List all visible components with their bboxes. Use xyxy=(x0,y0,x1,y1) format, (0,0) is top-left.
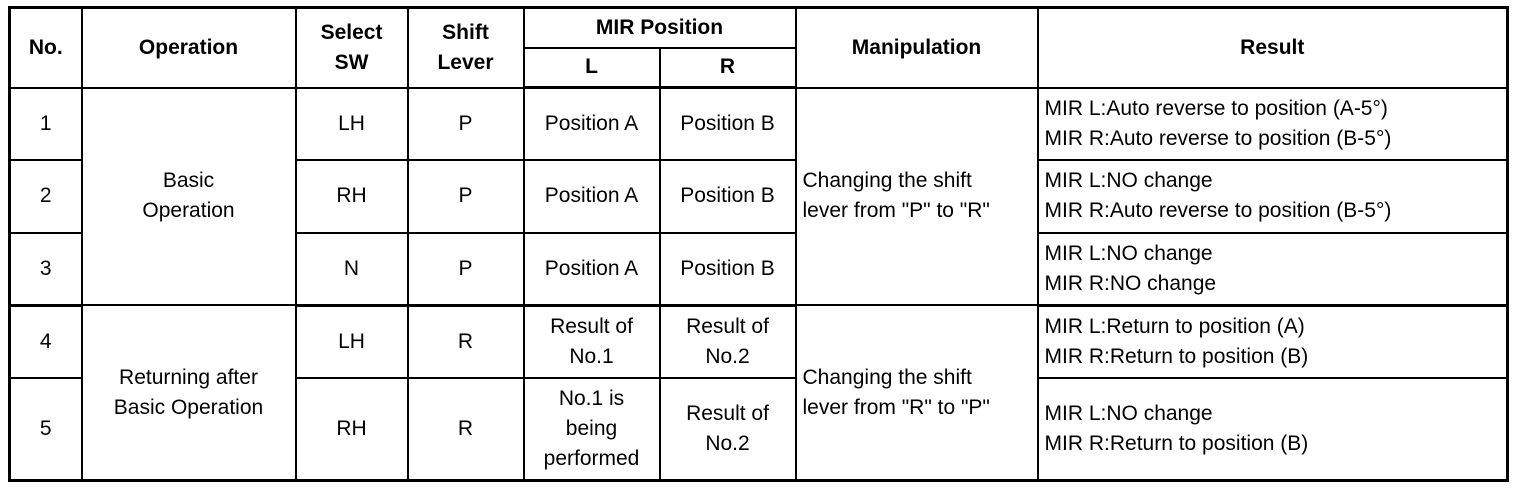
cell-shift-lever: R xyxy=(406,376,525,482)
cell-result: MIR L:Auto reverse to position (A-5°) MI… xyxy=(1036,86,1509,162)
cell-select-sw: RH xyxy=(294,159,409,234)
header-manipulation: Manipulation xyxy=(794,6,1039,89)
cell-mir-l: Result of No.1 xyxy=(522,304,661,379)
table-row: 4 Returning after Basic Operation LH R R… xyxy=(8,304,1509,482)
table-row: 2 RH P Position A Position B MIR L:NO ch… xyxy=(8,159,1509,234)
cell-select-sw: N xyxy=(294,231,409,307)
cell-mir-l: Position A xyxy=(522,159,661,234)
cell-shift-lever: P xyxy=(406,159,525,234)
cell-shift-lever: R xyxy=(406,304,525,379)
cell-shift-lever: P xyxy=(406,86,525,162)
table-row: 1 Basic Operation LH P Position A Positi… xyxy=(8,86,1509,307)
mirror-operation-table: No. Operation Select SW Shift Lever MIR … xyxy=(8,6,1510,482)
header-result: Result xyxy=(1036,6,1509,89)
cell-mir-r: Position B xyxy=(658,231,797,307)
cell-result: MIR L:NO change MIR R:Auto reverse to po… xyxy=(1036,159,1509,234)
cell-shift-lever: P xyxy=(406,231,525,307)
cell-no: 5 xyxy=(8,376,83,482)
cell-operation: Basic Operation xyxy=(80,86,297,307)
cell-mir-r: Position B xyxy=(658,86,797,162)
cell-manipulation: Changing the shift lever from "P" to "R" xyxy=(794,86,1039,307)
header-mir-position: MIR Position xyxy=(522,6,797,49)
cell-mir-l: Position A xyxy=(522,86,661,162)
cell-no: 2 xyxy=(8,159,83,234)
cell-select-sw: LH xyxy=(294,86,409,162)
header-operation: Operation xyxy=(80,6,297,89)
cell-manipulation: Changing the shift lever from "R" to "P" xyxy=(794,304,1039,482)
header-mir-l: L xyxy=(522,46,661,89)
cell-mir-r: Result of No.2 xyxy=(658,304,797,379)
cell-mir-r: Result of No.2 xyxy=(658,376,797,482)
cell-no: 1 xyxy=(8,86,83,162)
cell-result: MIR L:NO change MIR R:NO change xyxy=(1036,231,1509,307)
header-select-sw: Select SW xyxy=(294,6,409,89)
table-row: 5 RH R No.1 is being performed Result of… xyxy=(8,376,1509,482)
cell-result: MIR L:NO change MIR R:Return to position… xyxy=(1036,376,1509,482)
cell-operation: Returning after Basic Operation xyxy=(80,304,297,482)
cell-result: MIR L:Return to position (A) MIR R:Retur… xyxy=(1036,304,1509,379)
cell-mir-l: Position A xyxy=(522,231,661,307)
cell-select-sw: LH xyxy=(294,304,409,379)
table-row: 3 N P Position A Position B MIR L:NO cha… xyxy=(8,231,1509,307)
header-no: No. xyxy=(8,6,83,89)
header-mir-r: R xyxy=(658,46,797,89)
cell-mir-l: No.1 is being performed xyxy=(522,376,661,482)
cell-mir-r: Position B xyxy=(658,159,797,234)
cell-select-sw: RH xyxy=(294,376,409,482)
cell-no: 4 xyxy=(8,304,83,379)
header-shift-lever: Shift Lever xyxy=(406,6,525,89)
cell-no: 3 xyxy=(8,231,83,307)
